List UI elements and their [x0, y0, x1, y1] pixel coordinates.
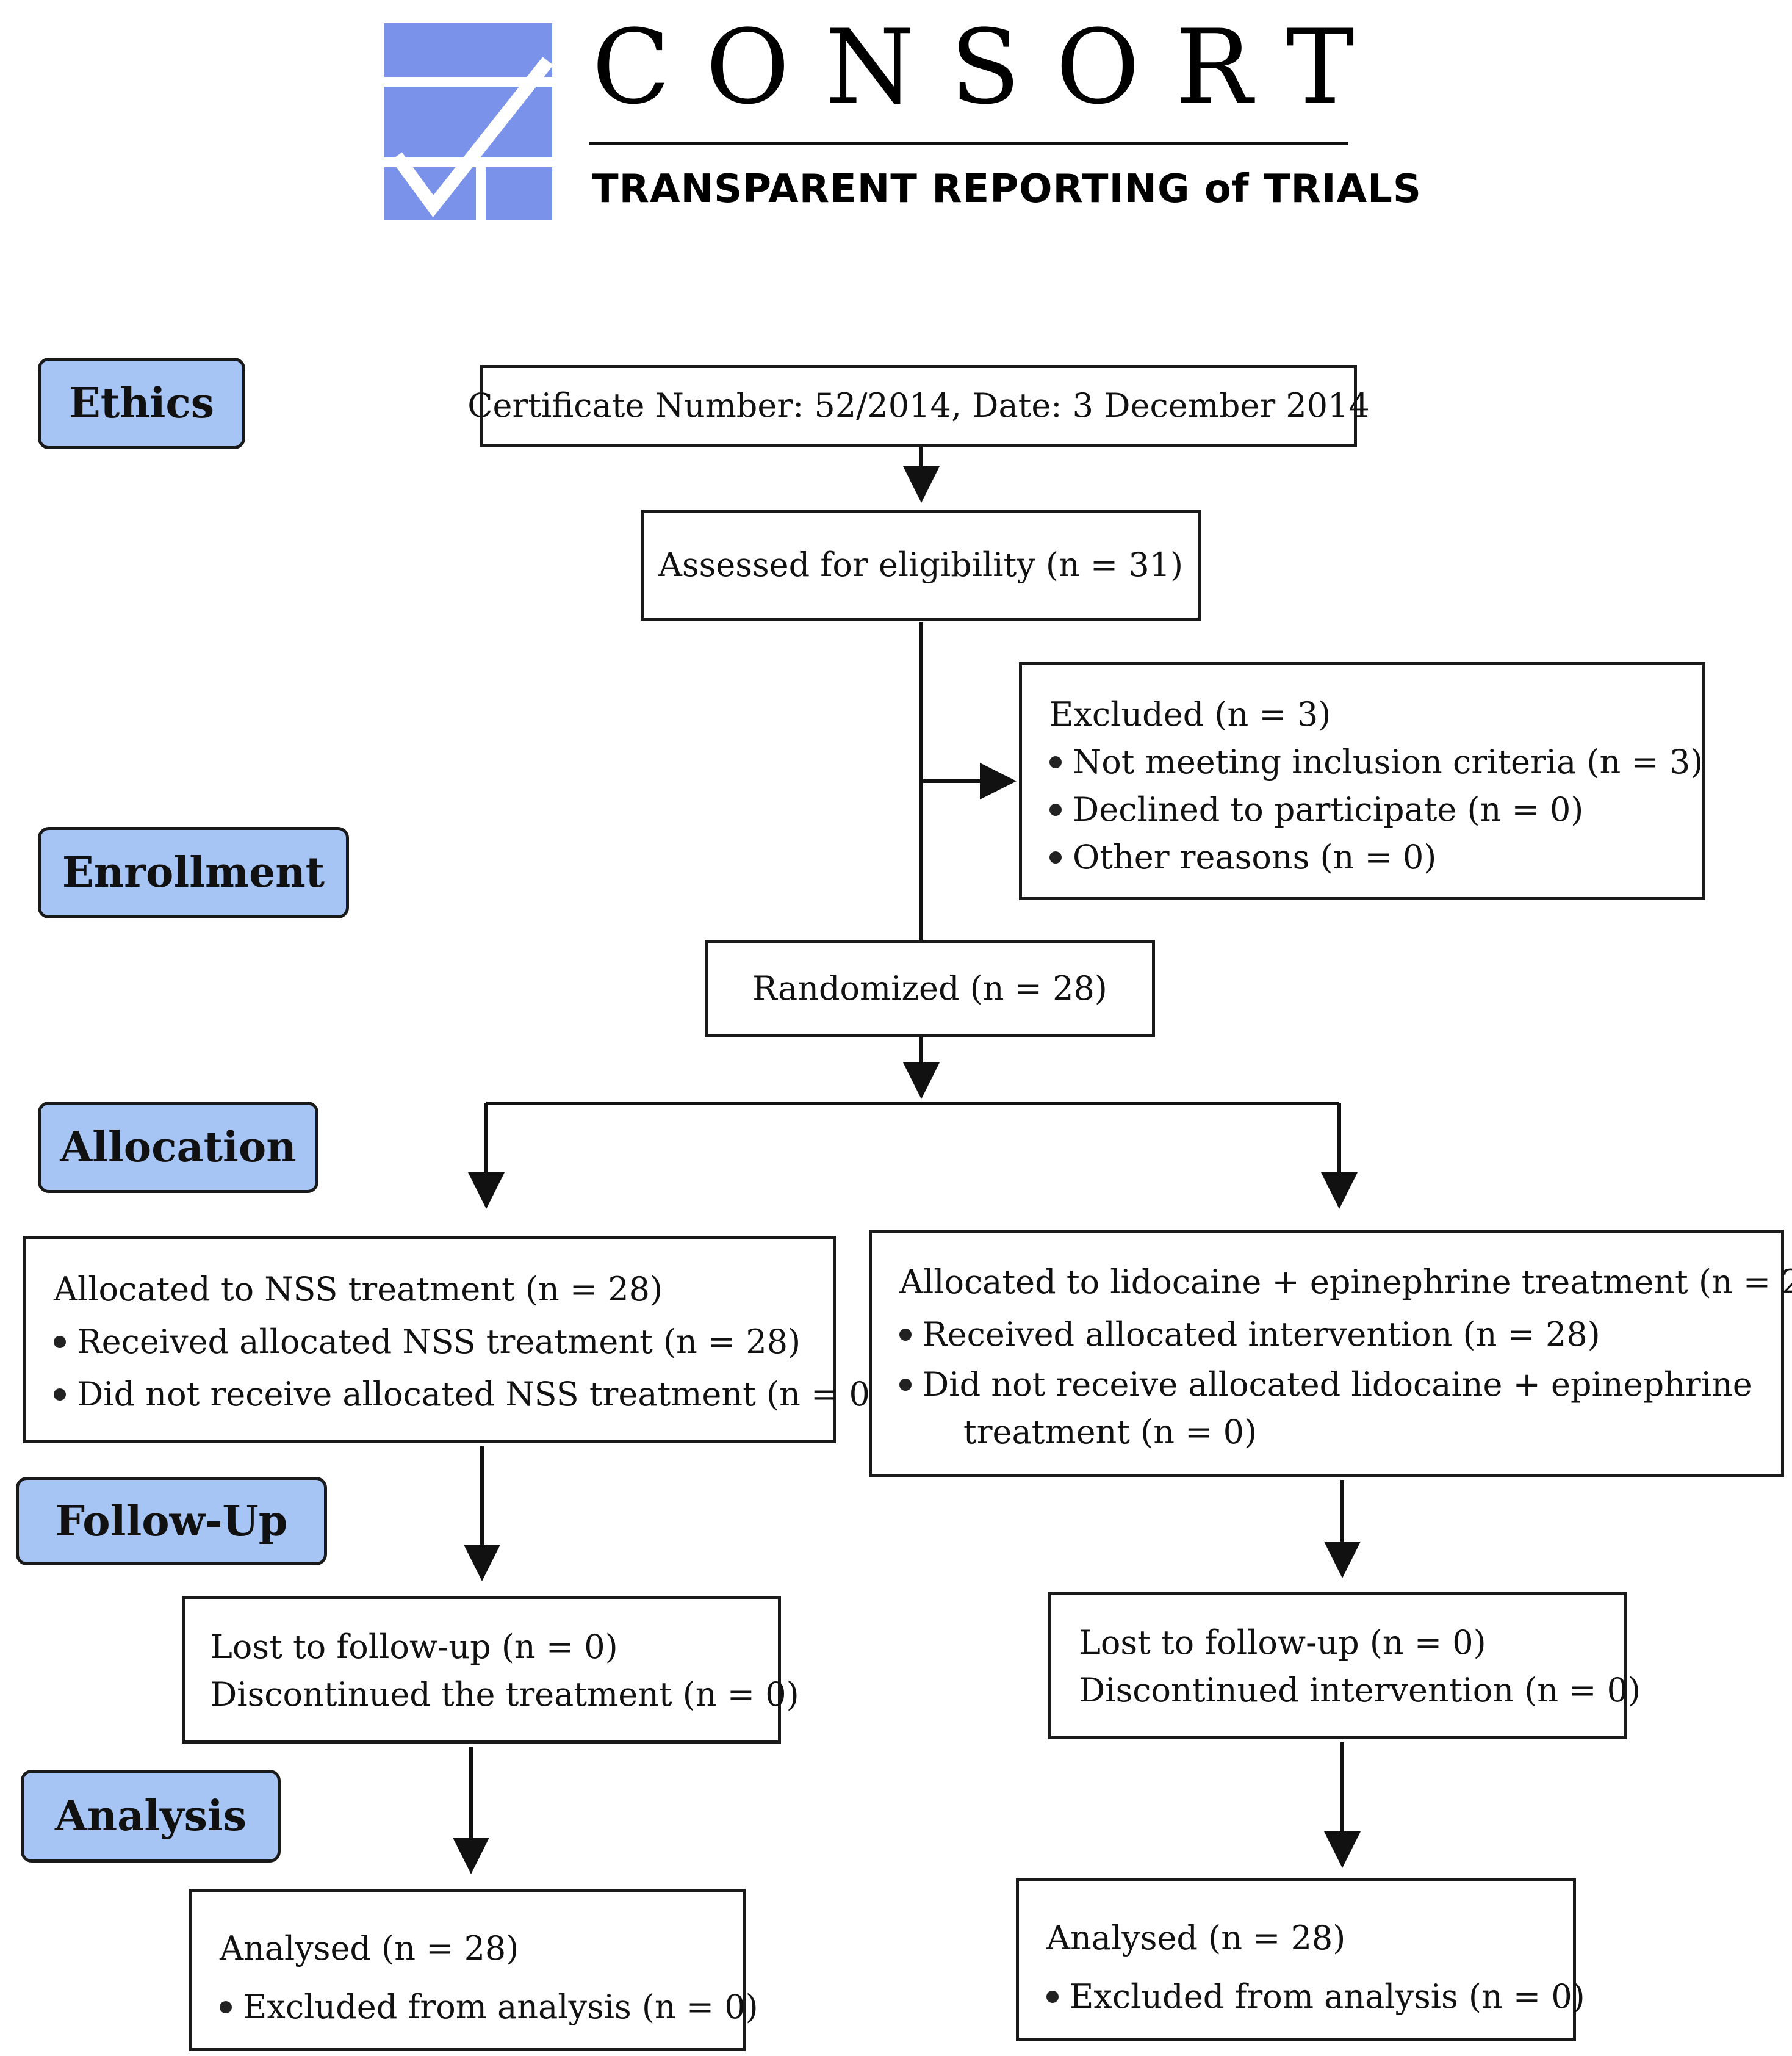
- follow-up-lido-lost: Lost to follow-up (n = 0): [1079, 1623, 1486, 1662]
- follow-up-lido-box: Lost to follow-up (n = 0) Discontinued i…: [1048, 1592, 1641, 1739]
- bullet-icon: [899, 1379, 912, 1391]
- consort-logo-mark: [384, 23, 552, 220]
- bullet-icon: [1049, 804, 1062, 816]
- ethics-certificate-text: Certificate Number: 52/2014, Date: 3 Dec…: [467, 386, 1370, 425]
- assessed-text: Assessed for eligibility (n = 31): [658, 546, 1184, 584]
- list-item: Not meeting inclusion criteria (n = 3): [1049, 738, 1703, 786]
- bullet-icon: [1049, 756, 1062, 768]
- list-item: Excluded from analysis (n = 0): [1046, 1968, 1585, 2026]
- excluded-title: Excluded (n = 3): [1049, 695, 1331, 734]
- excluded-box: Excluded (n = 3) Not meeting inclusion c…: [1019, 662, 1705, 900]
- follow-up-nss-lost: Lost to follow-up (n = 0): [211, 1628, 618, 1666]
- stage-allocation: Allocation: [38, 1102, 318, 1193]
- stage-analysis: Analysis: [21, 1770, 281, 1863]
- list-item: Received allocated intervention (n = 28): [899, 1308, 1781, 1361]
- bullet-icon: [220, 2001, 232, 2013]
- stage-enrollment: Enrollment: [38, 827, 349, 918]
- bullet-icon: [54, 1336, 66, 1348]
- assessed-box: Assessed for eligibility (n = 31): [641, 510, 1201, 621]
- logo-divider: [589, 142, 1348, 145]
- list-item: Did not receive allocated NSS treatment …: [54, 1368, 883, 1421]
- allocation-lido-continuation: treatment (n = 0): [963, 1413, 1258, 1451]
- list-item: Declined to participate (n = 0): [1049, 786, 1702, 834]
- logo-tagline: TRANSPARENT REPORTING of TRIALS: [592, 167, 1422, 212]
- analysis-nss-box: Analysed (n = 28) Excluded from analysis…: [189, 1889, 758, 2051]
- list-item: Did not receive allocated lidocaine + ep…: [899, 1361, 1781, 1409]
- analysis-lido-box: Analysed (n = 28) Excluded from analysis…: [1016, 1878, 1585, 2041]
- analysis-lido-analysed: Analysed (n = 28): [1046, 1919, 1346, 1957]
- logo-wordmark: CONSORT: [592, 7, 1390, 127]
- follow-up-nss-discontinued: Discontinued the treatment (n = 0): [211, 1675, 799, 1714]
- allocation-nss-box: Allocated to NSS treatment (n = 28) Rece…: [23, 1236, 883, 1443]
- analysis-nss-analysed: Analysed (n = 28): [220, 1929, 519, 1968]
- follow-up-nss-box: Lost to follow-up (n = 0) Discontinued t…: [182, 1596, 799, 1744]
- list-item: Other reasons (n = 0): [1049, 834, 1702, 881]
- randomized-box: Randomized (n = 28): [705, 940, 1155, 1037]
- allocation-lido-title: Allocated to lidocaine + epinephrine tre…: [899, 1263, 1792, 1301]
- stage-ethics: Ethics: [38, 358, 245, 449]
- list-item: Excluded from analysis (n = 0): [220, 1978, 758, 2036]
- ethics-certificate-box: Certificate Number: 52/2014, Date: 3 Dec…: [467, 365, 1370, 447]
- stage-follow-up: Follow-Up: [16, 1477, 327, 1565]
- allocation-lido-box: Allocated to lidocaine + epinephrine tre…: [869, 1230, 1792, 1477]
- list-item: Received allocated NSS treatment (n = 28…: [54, 1316, 833, 1368]
- bullet-icon: [899, 1329, 912, 1341]
- randomized-text: Randomized (n = 28): [752, 969, 1107, 1008]
- follow-up-lido-discontinued: Discontinued intervention (n = 0): [1079, 1671, 1641, 1709]
- bullet-icon: [54, 1388, 66, 1401]
- allocation-nss-title: Allocated to NSS treatment (n = 28): [54, 1270, 663, 1308]
- bullet-icon: [1046, 1991, 1059, 2003]
- bullet-icon: [1049, 851, 1062, 864]
